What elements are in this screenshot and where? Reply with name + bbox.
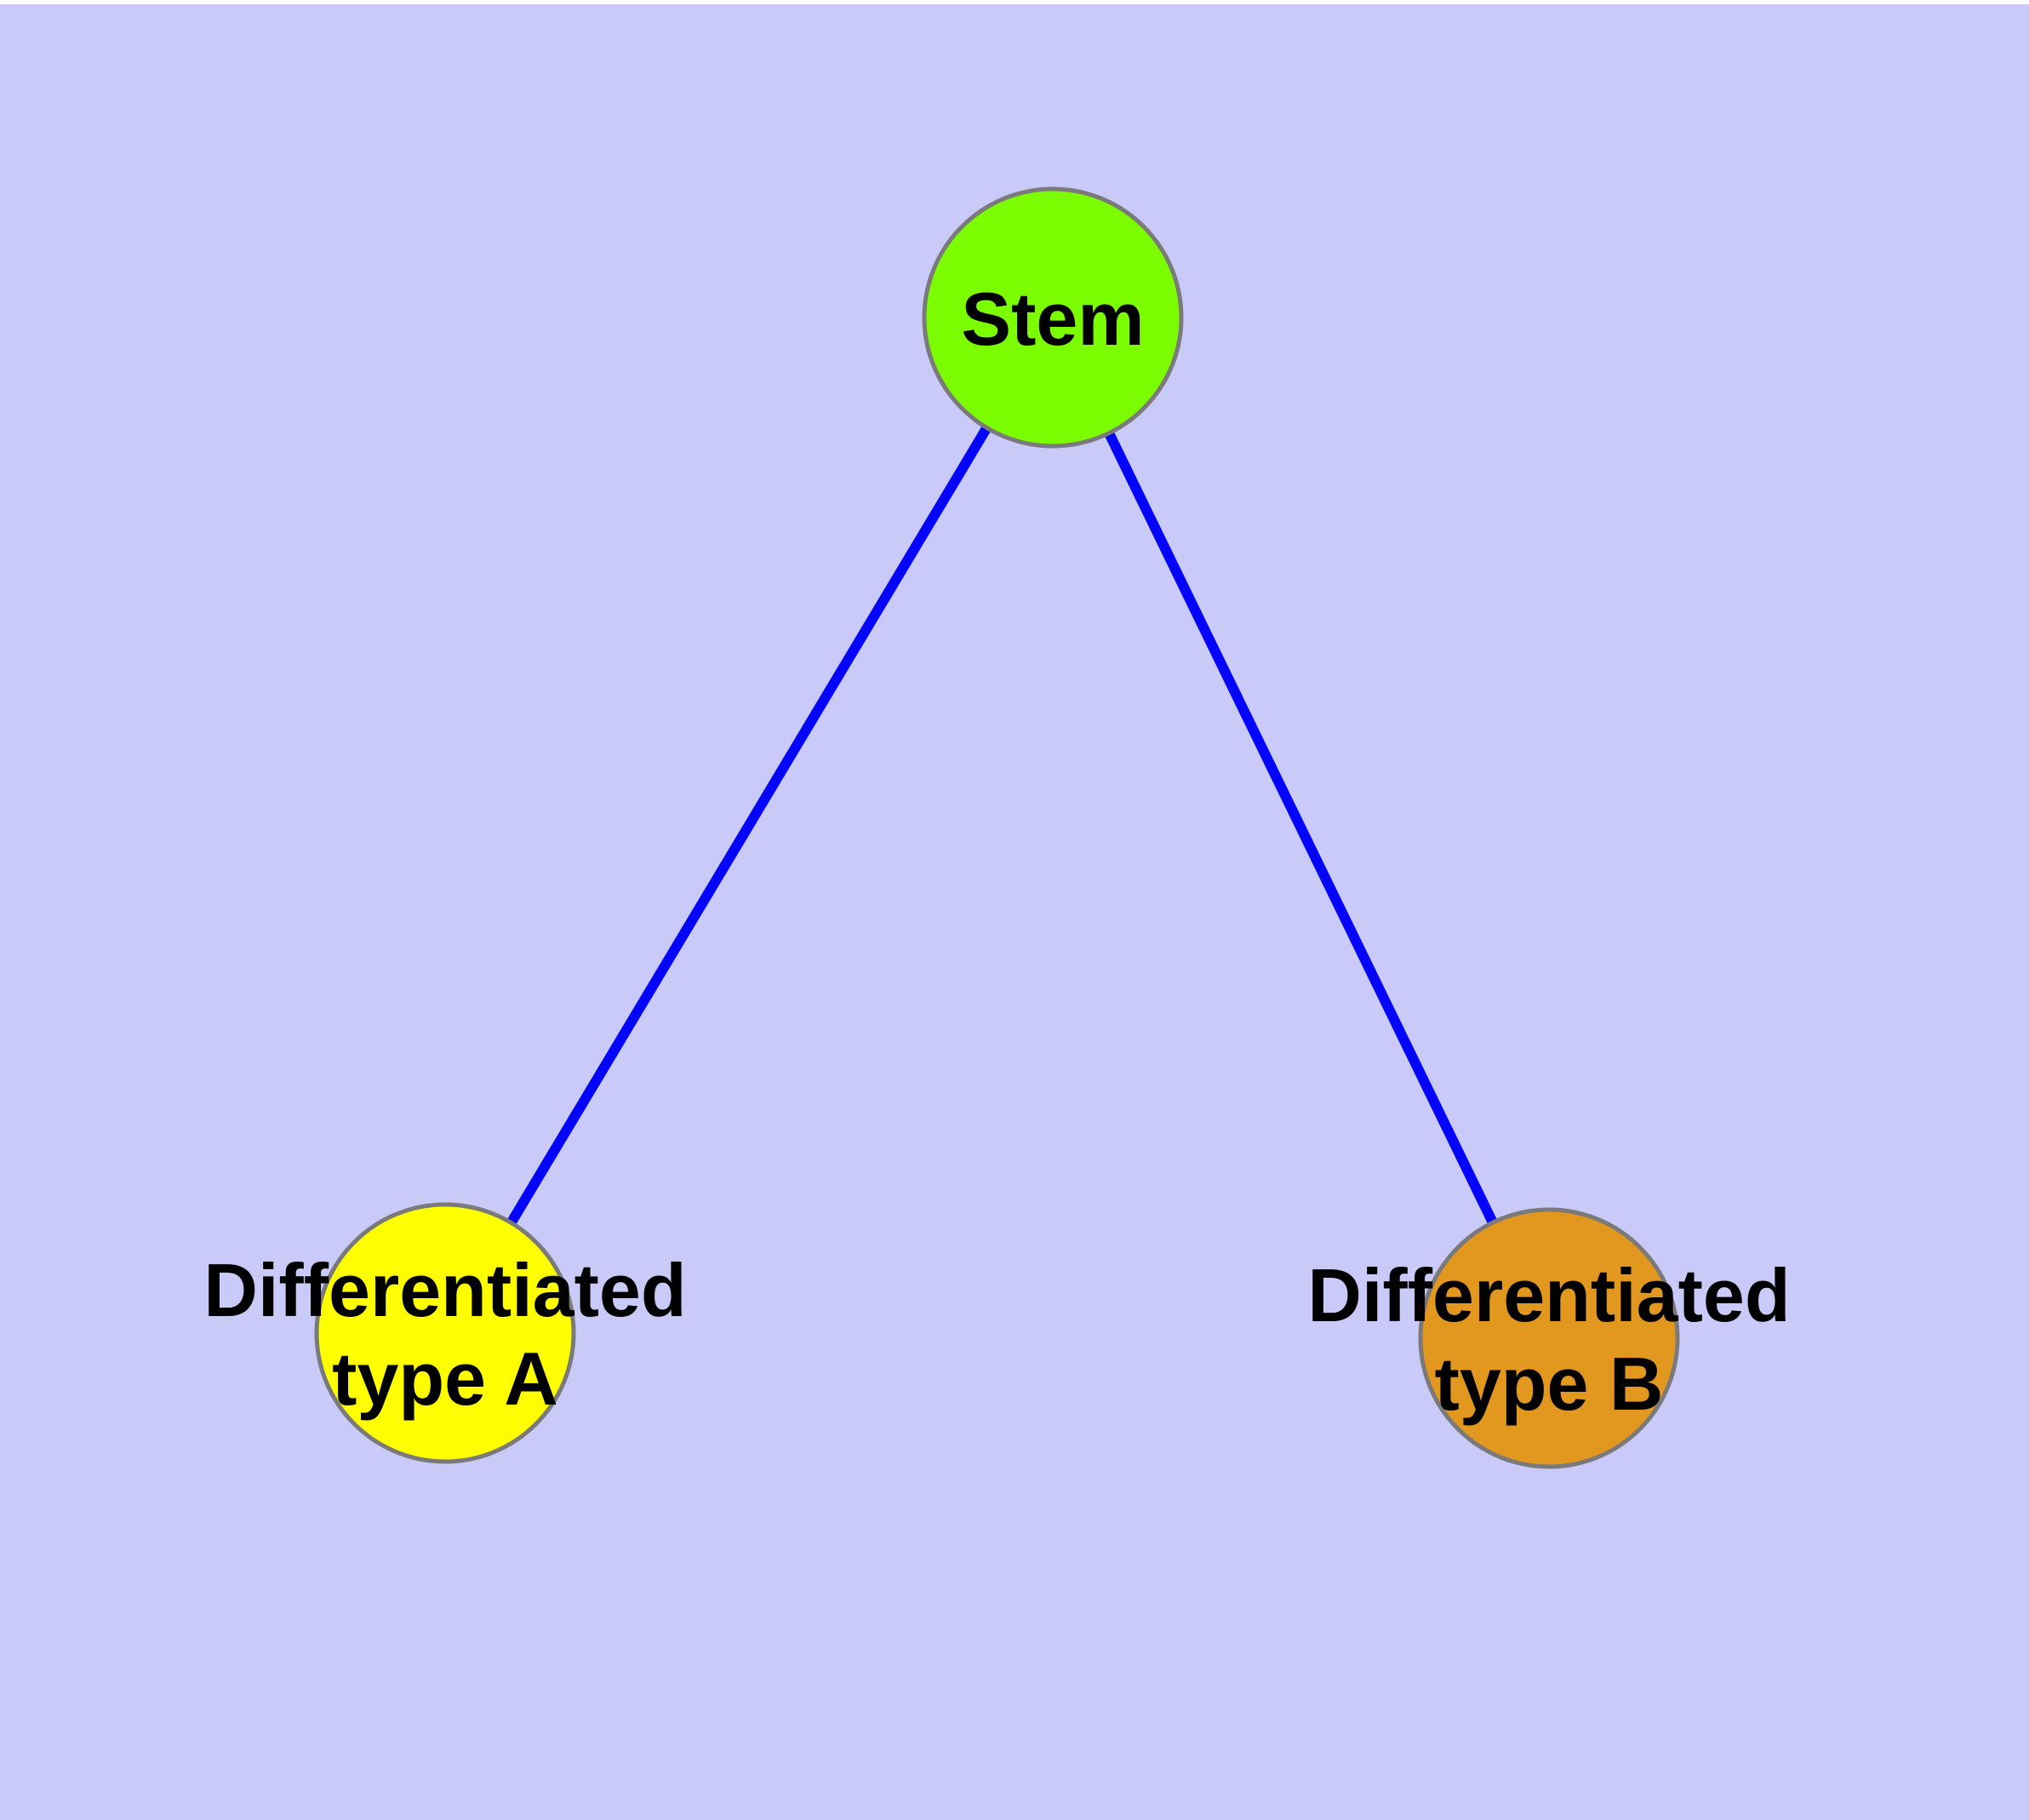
node-label-differentiated-type-a-line2: type A (332, 1336, 558, 1421)
node-stem: Stem (922, 186, 1184, 449)
edge-stem-to-differentiated-type-b (1048, 315, 1554, 1341)
node-circle-stem (922, 186, 1184, 449)
top-border-strip (0, 0, 2029, 4)
node-circle-differentiated-type-b (1418, 1207, 1680, 1469)
node-label-differentiated-type-b-line2: type B (1435, 1342, 1664, 1426)
edge-stem-to-differentiated-type-a (440, 314, 1058, 1336)
node-label-differentiated-type-a-line1: Differentiated (203, 1248, 686, 1332)
node-label-stem: Stem (961, 277, 1144, 361)
node-differentiated-type-a: Differentiated type A (203, 1202, 687, 1464)
node-differentiated-type-b: Differentiated type B (1307, 1207, 1791, 1469)
node-circle-differentiated-type-a (314, 1202, 576, 1464)
node-label-differentiated-type-b-line1: Differentiated (1307, 1253, 1790, 1337)
